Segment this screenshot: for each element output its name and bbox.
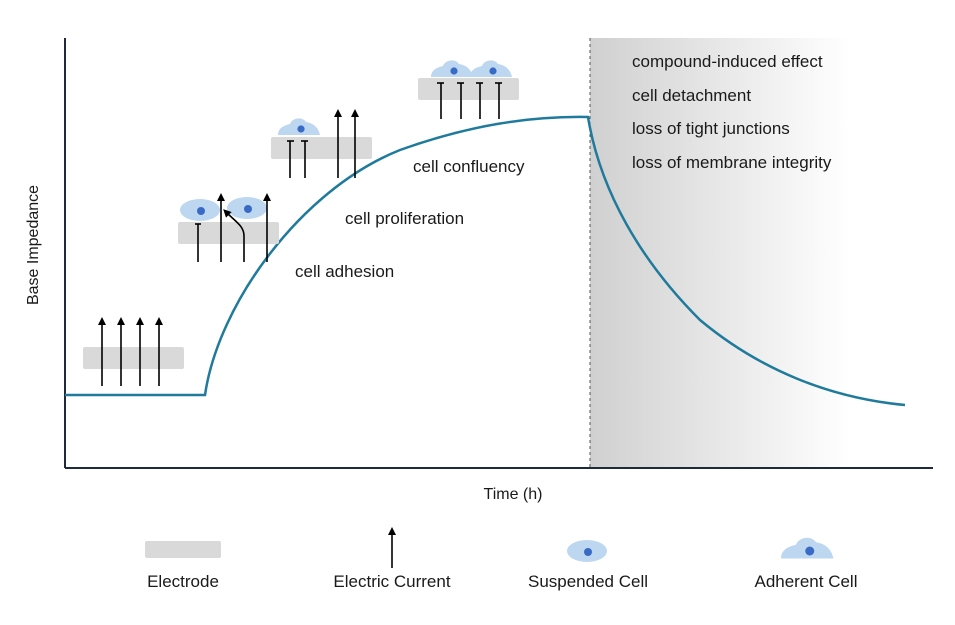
phase-label-adhesion: cell adhesion (295, 262, 394, 281)
suspended-cell-icon (180, 199, 220, 221)
electrode-icon (178, 222, 279, 244)
electrode-icon (418, 78, 519, 100)
phase-label-confluency: cell confluency (413, 157, 525, 176)
legend-item-current: Electric Current (333, 527, 451, 591)
legend-label-electrode: Electrode (147, 572, 219, 591)
legend-item-suspended: Suspended Cell (528, 540, 648, 591)
effect-tight-junctions: loss of tight junctions (632, 119, 790, 138)
effect-compound-induced: compound-induced effect (632, 52, 823, 71)
adherent-cell-icon (781, 537, 834, 559)
compound-effect-region (590, 38, 850, 468)
y-axis-label: Base Impedance (25, 185, 42, 305)
electrode-icon (271, 137, 372, 159)
stage-adhesion (178, 193, 279, 262)
stage-proliferation (271, 109, 372, 178)
effect-cell-detachment: cell detachment (632, 86, 751, 105)
legend-label-suspended: Suspended Cell (528, 572, 648, 591)
current-bypass-arrow-icon (223, 209, 245, 262)
electrode-icon (145, 541, 221, 558)
legend-item-electrode: Electrode (145, 541, 221, 591)
adherent-cell-icon (278, 118, 320, 135)
x-axis-label: Time (h) (484, 486, 543, 503)
legend-item-adherent: Adherent Cell (754, 537, 858, 591)
suspended-cell-icon (567, 540, 607, 562)
legend-label-current: Electric Current (333, 572, 450, 591)
legend: Electrode Electric Current Suspended Cel… (145, 527, 858, 591)
adherent-cell-icon (431, 60, 473, 77)
electrode-icon (83, 347, 184, 369)
impedance-curve (65, 115, 906, 407)
suspended-cell-icon (227, 197, 267, 219)
legend-label-adherent: Adherent Cell (754, 572, 857, 591)
phase-label-proliferation: cell proliferation (345, 209, 464, 228)
stage-confluency (418, 60, 519, 119)
effect-membrane-integrity: loss of membrane integrity (632, 153, 832, 172)
effects-list: compound-induced effect cell detachment … (632, 52, 832, 172)
adherent-cell-icon (470, 60, 512, 77)
stage-bare-electrode (83, 317, 184, 386)
